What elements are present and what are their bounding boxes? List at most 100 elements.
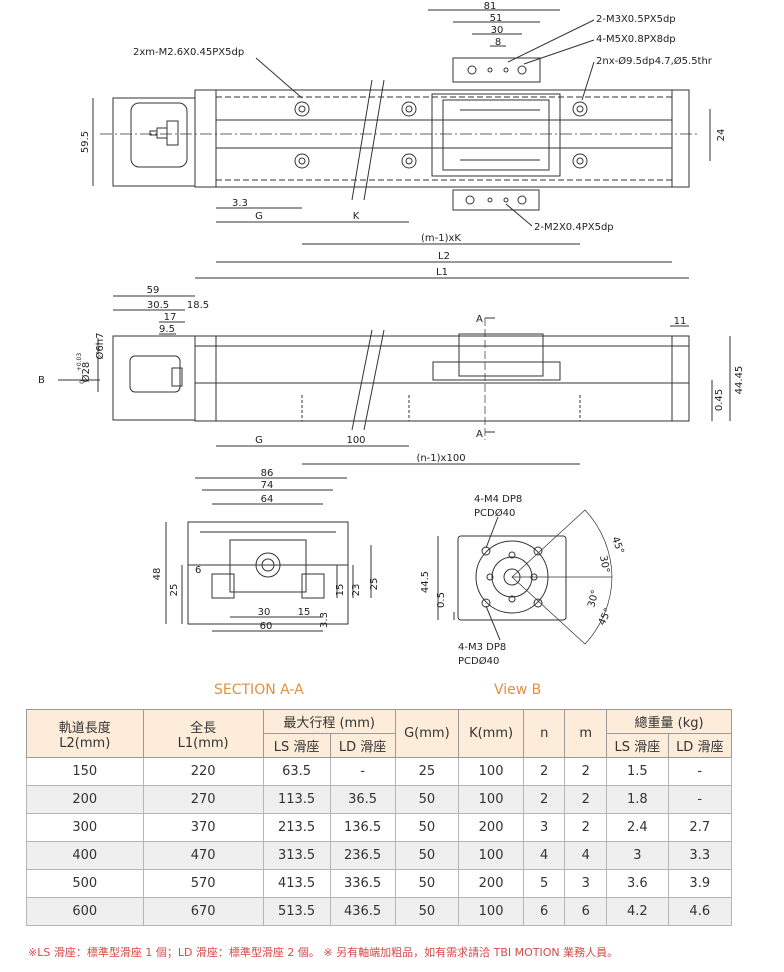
table-cell: 36.5 — [329, 785, 396, 814]
table-cell: 2.4 — [606, 813, 669, 842]
dim-0-45: 0.45 — [714, 389, 725, 411]
callout-m4: 4-M4 DP8 — [474, 494, 522, 505]
dim-44-45: 44.45 — [734, 366, 745, 395]
view-b-title: View B — [494, 682, 542, 698]
table-cell: 3 — [564, 869, 608, 898]
table-cell: 336.5 — [329, 869, 396, 898]
header-total-length-unit: L1(mm) — [177, 735, 229, 751]
dim-9-5: 9.5 — [159, 324, 175, 335]
view-b-marker: B — [38, 375, 45, 386]
table-cell: 220 — [142, 757, 264, 786]
table-cell: 4.6 — [667, 897, 733, 926]
table-cell: 200 — [458, 869, 525, 898]
dim-74: 74 — [261, 480, 274, 491]
table-row: 300 370 213.5 136.5 50 200 3 2 2.4 2.7 — [26, 813, 733, 842]
table-cell: 213.5 — [262, 813, 331, 842]
dim-48: 48 — [152, 568, 163, 581]
table-cell: 100 — [458, 785, 525, 814]
dim-l2: L2 — [438, 251, 450, 262]
table-cell: 370 — [142, 813, 264, 842]
table-cell: 470 — [142, 841, 264, 870]
header-m: m — [564, 709, 608, 758]
dim-0-5: 0.5 — [436, 592, 447, 608]
table-cell: 113.5 — [262, 785, 331, 814]
side-view-labels: 59 30.5 18.5 17 9.5 Ø6h7 Ø28 +0.03 0 B A… — [38, 285, 745, 464]
table-cell: 100 — [458, 757, 525, 786]
header-weight: 總重量 (kg) — [606, 709, 732, 734]
dim-28-tol-upper: +0.03 — [76, 353, 83, 372]
dim-n1x100: (n-1)x100 — [416, 453, 465, 464]
dim-15-vertical: 15 — [335, 584, 346, 597]
table-cell: 300 — [26, 813, 144, 842]
section-a-a-view — [165, 477, 372, 632]
dim-24: 24 — [716, 129, 727, 142]
callout-pcd40-bottom: PCDØ40 — [458, 655, 499, 667]
dim-l1: L1 — [436, 267, 448, 278]
table-cell: 670 — [142, 897, 264, 926]
header-max-stroke: 最大行程 (mm) — [262, 709, 396, 734]
dim-86: 86 — [261, 468, 274, 479]
table-cell: 1.5 — [606, 757, 669, 786]
dim-30: 30 — [491, 25, 504, 36]
dim-59: 59 — [147, 285, 160, 296]
table-cell: 2 — [564, 813, 608, 842]
table-cell: 100 — [458, 841, 525, 870]
table-cell: 3 — [523, 813, 566, 842]
table-cell: 50 — [394, 841, 460, 870]
table-row: 400 470 313.5 236.5 50 100 4 4 3 3.3 — [26, 841, 733, 870]
side-view — [58, 295, 731, 465]
table-cell: 6 — [523, 897, 566, 926]
table-cell: 200 — [458, 813, 525, 842]
section-a-a-labels: 86 74 64 48 25 6 30 15 60 15 23 25 3.3 — [152, 468, 380, 632]
dim-8: 8 — [495, 37, 501, 48]
table-cell: 2 — [564, 785, 608, 814]
callout-m3-end: 4-M3 DP8 — [458, 642, 506, 653]
table-cell: 413.5 — [262, 869, 331, 898]
table-row: 150 220 63.5 - 25 100 2 2 1.5 - — [26, 757, 733, 786]
callout-holes: 2nx-Ø9.5dp4.7,Ø5.5thr — [596, 55, 713, 67]
header-total-length-text: 全長 — [190, 720, 217, 736]
header-rail-length: 軌道長度 L2(mm) — [26, 709, 144, 758]
table-cell: 150 — [26, 757, 144, 786]
header-rail-length-unit: L2(mm) — [59, 735, 111, 751]
callout-m2: 2-M2X0.4PX5dp — [534, 222, 614, 233]
table-cell: 4 — [523, 841, 566, 870]
table-cell: 2 — [523, 757, 566, 786]
table-cell: 600 — [26, 897, 144, 926]
header-k: K(mm) — [458, 709, 525, 758]
dim-64: 64 — [261, 494, 274, 505]
table-cell: 513.5 — [262, 897, 331, 926]
dim-17: 17 — [164, 312, 177, 323]
footnote: ※LS 滑座：標準型滑座 1 個；LD 滑座：標準型滑座 2 個。 ※ 另有軸端… — [28, 946, 619, 959]
dim-59-5: 59.5 — [80, 131, 91, 153]
dim-3-3-section: 3.3 — [319, 612, 330, 628]
dim-51: 51 — [490, 13, 503, 24]
section-a-marker-top: A — [476, 314, 483, 325]
callout-pcd40-top: PCDØ40 — [474, 507, 515, 519]
header-weight-ls: LS 滑座 — [606, 733, 669, 758]
header-rail-length-text: 軌道長度 — [58, 720, 111, 736]
table-cell: 6 — [564, 897, 608, 926]
table-cell: - — [667, 757, 733, 786]
table-cell: 570 — [142, 869, 264, 898]
dim-30-5: 30.5 — [147, 300, 169, 311]
table-cell: 500 — [26, 869, 144, 898]
dim-25-right: 25 — [369, 578, 380, 591]
table-cell: - — [329, 757, 396, 786]
top-view-labels: 81 51 30 8 2xm-M2.6X0.45PX5dp 2-M3X0.5PX… — [80, 1, 727, 278]
dim-30-section: 30 — [258, 607, 271, 618]
table-cell: 2.7 — [667, 813, 733, 842]
header-total-length: 全長 L1(mm) — [142, 709, 264, 758]
top-view — [92, 9, 711, 279]
callout-top-tap: 2xm-M2.6X0.45PX5dp — [133, 47, 244, 58]
table-cell: 3.6 — [606, 869, 669, 898]
table-row: 600 670 513.5 436.5 50 100 6 6 4.2 4.6 — [26, 897, 733, 926]
header-stroke-ls: LS 滑座 — [262, 733, 331, 758]
dim-m1k: (m-1)xK — [421, 233, 461, 244]
table-cell: 50 — [394, 897, 460, 926]
dim-15-bottom: 15 — [298, 607, 311, 618]
table-cell: 200 — [26, 785, 144, 814]
dim-81: 81 — [484, 1, 497, 12]
table-cell: 50 — [394, 785, 460, 814]
table-cell: 25 — [394, 757, 460, 786]
